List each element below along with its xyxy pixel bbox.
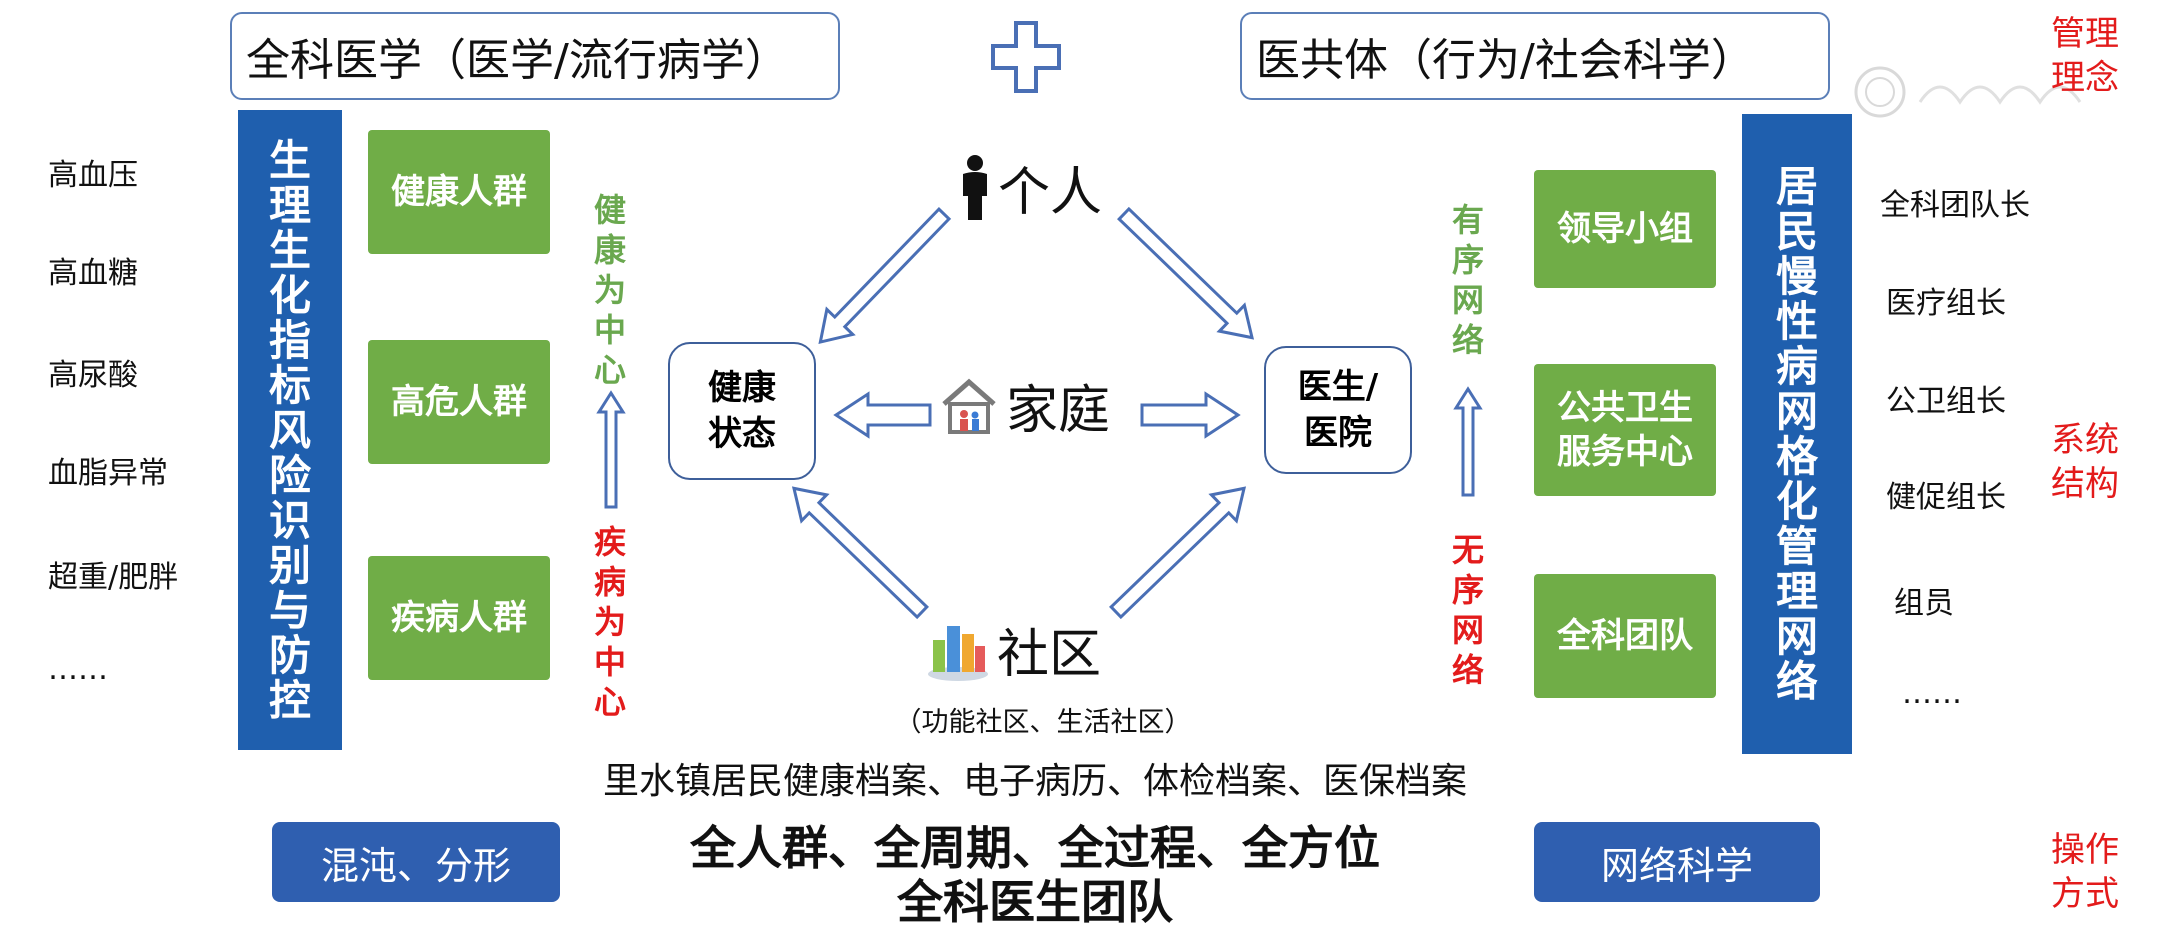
chaos-fractal-button: 混沌、分形 xyxy=(272,822,560,902)
center-arrows xyxy=(791,206,1255,620)
management-concept-label: 管理理念 xyxy=(2051,14,2119,98)
leadership-group-box: 领导小组 xyxy=(1534,170,1716,288)
individual-node: 个人 xyxy=(958,150,1102,225)
high-risk-population-label: 高危人群 xyxy=(391,382,527,422)
arrow-community-to-health xyxy=(791,486,929,620)
family-node: 家庭 xyxy=(938,368,1110,443)
disordered-network-label: 无序网络 xyxy=(1451,531,1484,689)
community-sub-label: （功能社区、生活社区） xyxy=(894,707,1192,738)
gp-team-box: 全科团队 xyxy=(1534,574,1716,698)
individual-label: 个人 xyxy=(998,163,1103,223)
operation-mode-label: 操作方式 xyxy=(2051,830,2119,914)
arrow-individual-to-doctor xyxy=(1117,206,1255,340)
up-arrow-right xyxy=(1453,386,1483,497)
network-science-button: 网络科学 xyxy=(1534,822,1820,902)
health-status-label: 健康状态 xyxy=(708,368,776,454)
plus-icon xyxy=(991,21,1061,93)
health-status-box: 健康状态 xyxy=(668,342,816,480)
right-list-item: 公卫组长 xyxy=(1886,384,2006,419)
records-text: 里水镇居民健康档案、电子病历、体检档案、医保档案 xyxy=(602,761,1467,802)
buildings-icon xyxy=(928,625,988,681)
public-health-center-box: 公共卫生服务中心 xyxy=(1534,364,1716,496)
healthy-population-label: 健康人群 xyxy=(391,172,527,212)
right-list-item: 组员 xyxy=(1894,586,1954,621)
doctor-hospital-label: 医生/医院 xyxy=(1297,367,1379,453)
left-list-item: 高血糖 xyxy=(48,256,138,291)
right-list-item: 医疗组长 xyxy=(1886,286,2006,321)
disease-population-box: 疾病人群 xyxy=(368,556,550,680)
disease-population-label: 疾病人群 xyxy=(391,598,527,638)
left-list-item: 高血压 xyxy=(48,158,138,193)
left-list-item: …… xyxy=(48,652,108,687)
right-list-item: 全科团队长 xyxy=(1880,188,2030,223)
person-icon xyxy=(963,154,987,220)
ordered-network-label: 有序网络 xyxy=(1451,201,1484,359)
general-medicine-box: 全科医学（医学/流行病学） xyxy=(230,12,840,100)
left-list-item: 高尿酸 xyxy=(48,358,138,393)
house-icon xyxy=(942,378,996,434)
chaos-fractal-label: 混沌、分形 xyxy=(320,843,511,888)
general-medicine-label: 全科医学（医学/流行病学） xyxy=(246,35,789,86)
healthy-population-box: 健康人群 xyxy=(368,130,550,254)
left-list-item: 超重/肥胖 xyxy=(48,560,179,595)
right-list-item: …… xyxy=(1902,676,1962,711)
grid-management-label: 居民慢性病网格化管理网络 xyxy=(1775,162,1818,706)
slogan-line-1: 全人群、全周期、全过程、全方位 xyxy=(690,821,1380,875)
left-list-item: 血脂异常 xyxy=(48,456,168,491)
high-risk-population-box: 高危人群 xyxy=(368,340,550,464)
risk-control-label: 生理生化指标风险识别与防控 xyxy=(268,135,311,725)
arrow-community-to-doctor xyxy=(1109,486,1247,620)
health-centered-label: 健康为中心 xyxy=(593,191,626,389)
doctor-hospital-box: 医生/医院 xyxy=(1264,346,1412,474)
community-label: 社区 xyxy=(997,625,1102,685)
network-science-label: 网络科学 xyxy=(1600,843,1753,888)
arrow-family-to-doctor xyxy=(1140,391,1241,439)
watermark-seal-icon xyxy=(1854,66,2082,118)
medical-community-box: 医共体（行为/社会科学） xyxy=(1240,12,1830,100)
right-list-item: 健促组长 xyxy=(1886,480,2006,515)
gp-team-label: 全科团队 xyxy=(1557,616,1693,656)
arrow-individual-to-health xyxy=(818,207,952,345)
risk-control-bar: 生理生化指标风险识别与防控 xyxy=(238,110,342,750)
slogan-line-2: 全科医生团队 xyxy=(897,875,1173,929)
system-structure-label: 系统结构 xyxy=(2051,420,2119,504)
public-health-center-label: 公共卫生服务中心 xyxy=(1557,388,1693,472)
grid-management-bar: 居民慢性病网格化管理网络 xyxy=(1742,114,1852,754)
community-node: 社区 xyxy=(925,612,1101,687)
medical-community-label: 医共体（行为/社会科学） xyxy=(1256,35,1755,86)
family-label: 家庭 xyxy=(1006,381,1111,441)
up-arrow-left xyxy=(596,390,626,509)
leadership-group-label: 领导小组 xyxy=(1557,209,1693,249)
arrow-family-to-health xyxy=(833,391,932,439)
disease-centered-label: 疾病为中心 xyxy=(593,523,626,721)
